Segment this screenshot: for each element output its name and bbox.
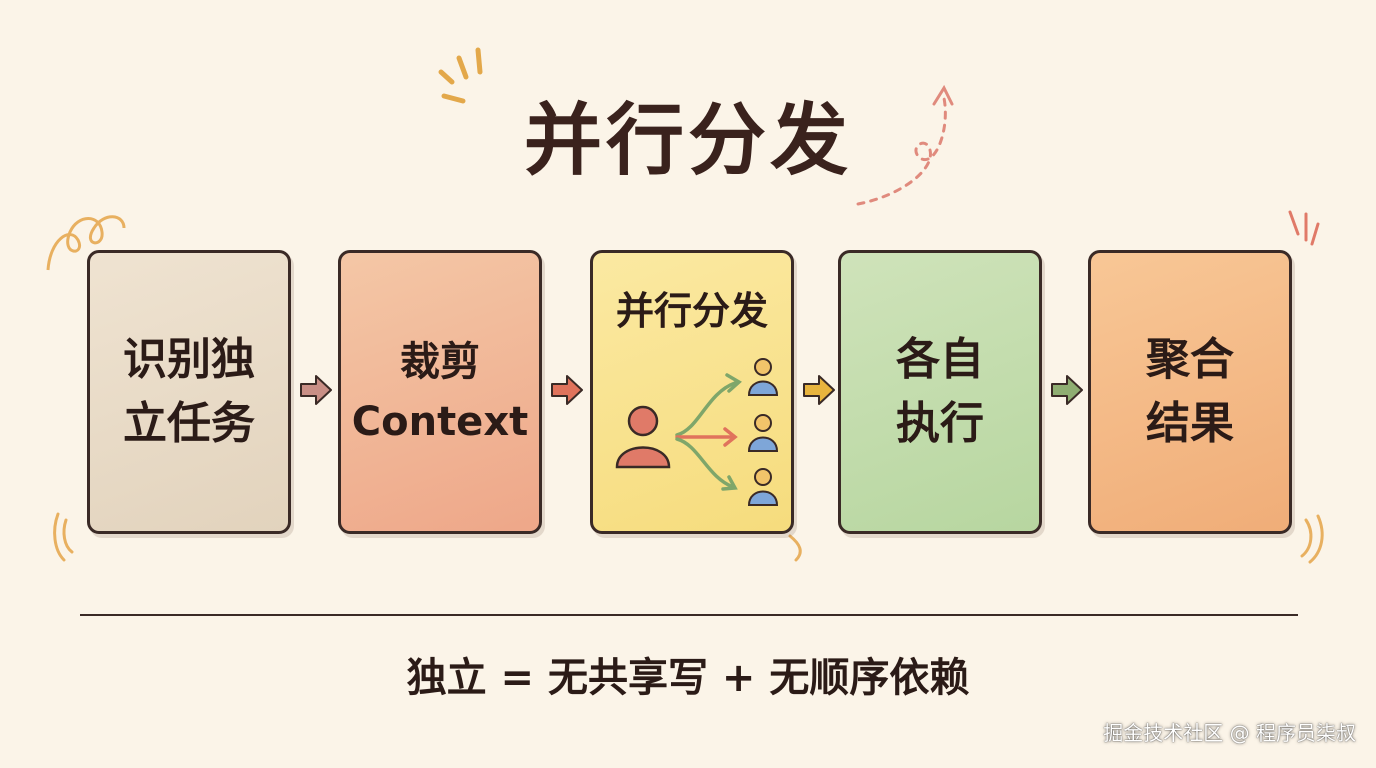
target-person-icon	[747, 414, 779, 452]
loop-doodle-icon	[46, 215, 126, 271]
target-person-icon	[747, 468, 779, 506]
step-label: 各自 执行	[896, 334, 984, 449]
sparkle-lines-icon	[438, 47, 483, 104]
step-label: 聚合 结果	[1146, 334, 1234, 449]
step-label: 识别独 立任务	[123, 334, 255, 449]
flow-arrow-icon	[1051, 375, 1083, 405]
step-label: 并行分发	[615, 289, 768, 333]
flow-arrow-icon	[300, 375, 332, 405]
motion-marks-icon	[53, 512, 74, 562]
motion-marks-icon	[1288, 210, 1320, 246]
step-card-identify-tasks: 识别独 立任务	[87, 250, 291, 534]
watermark: 掘金技术社区 @ 程序员柒叔	[1103, 721, 1356, 745]
step-card-trim-context: 裁剪 Context	[338, 250, 542, 534]
step-card-execute: 各自 执行	[838, 250, 1042, 534]
step-card-parallel-dispatch: 并行分发	[590, 250, 794, 534]
motion-marks-icon	[788, 514, 1324, 564]
source-person-icon	[615, 405, 671, 469]
flow-arrow-icon	[803, 375, 835, 405]
step-label: 裁剪 Context	[351, 339, 529, 445]
fanout-arrows-icon	[675, 373, 742, 491]
divider	[80, 614, 1298, 616]
dashed-arrow-icon	[856, 84, 954, 206]
flow-arrow-icon	[551, 375, 583, 405]
page-title: 并行分发	[523, 96, 852, 186]
formula-caption: 独立 = 无共享写 + 无顺序依赖	[406, 655, 970, 701]
step-card-aggregate: 聚合 结果	[1088, 250, 1292, 534]
target-person-icon	[747, 358, 779, 396]
fanout-people-icon	[615, 358, 779, 506]
